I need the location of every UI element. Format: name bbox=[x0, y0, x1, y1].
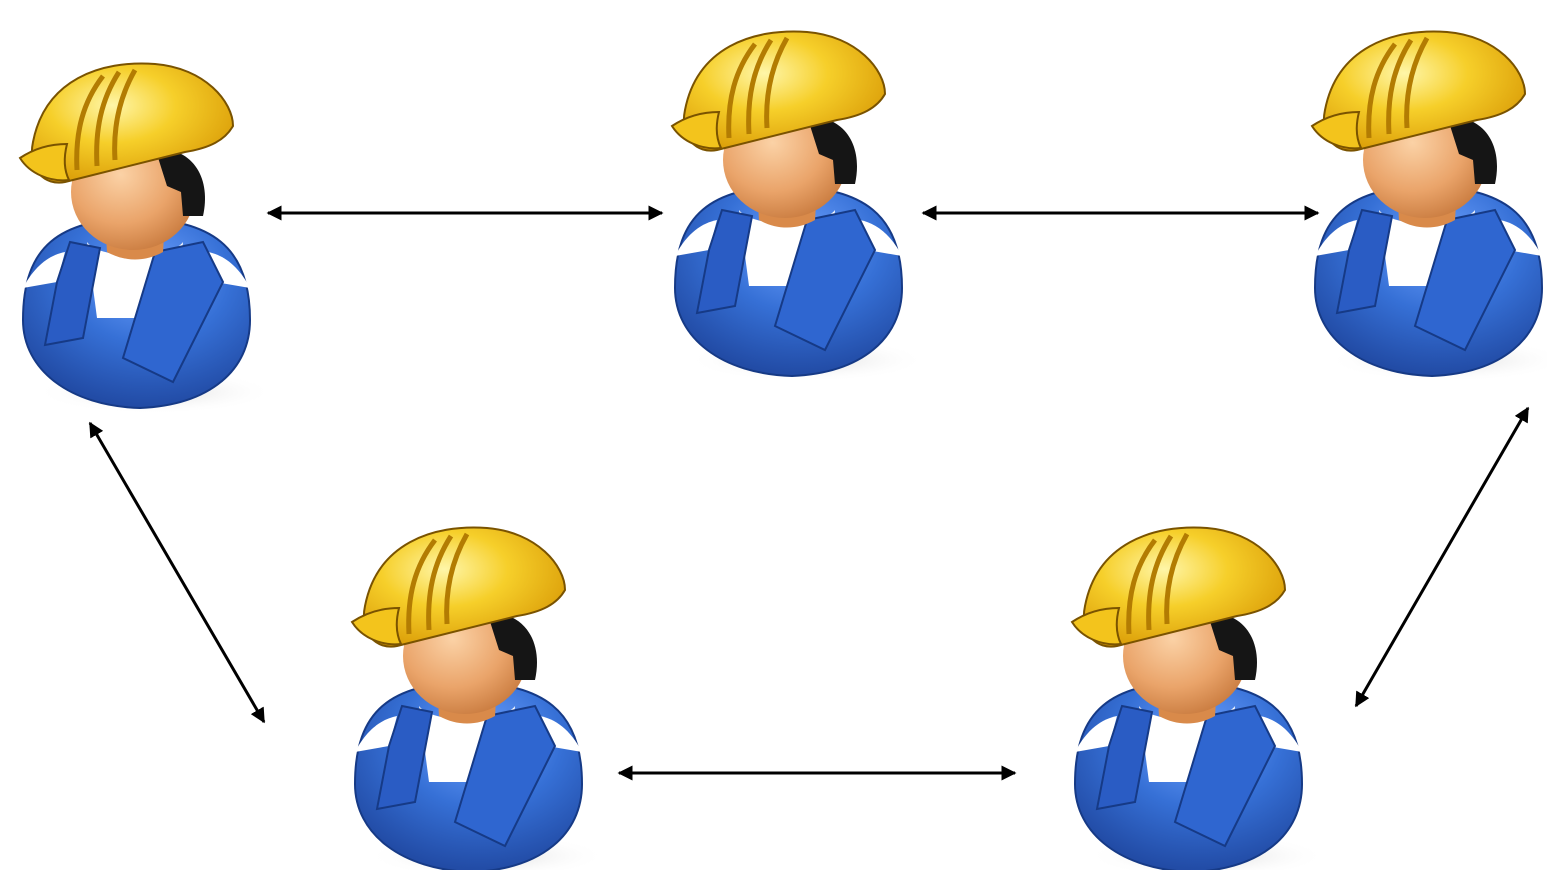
construction-worker-icon bbox=[672, 32, 927, 382]
construction-worker-icon bbox=[352, 528, 607, 870]
construction-worker-icon bbox=[20, 64, 275, 414]
connector-arrow-1-4 bbox=[88, 421, 266, 724]
construction-worker-icon bbox=[1312, 32, 1547, 382]
connector-arrow-5-3 bbox=[1354, 406, 1530, 708]
construction-worker-icon bbox=[1072, 528, 1327, 870]
